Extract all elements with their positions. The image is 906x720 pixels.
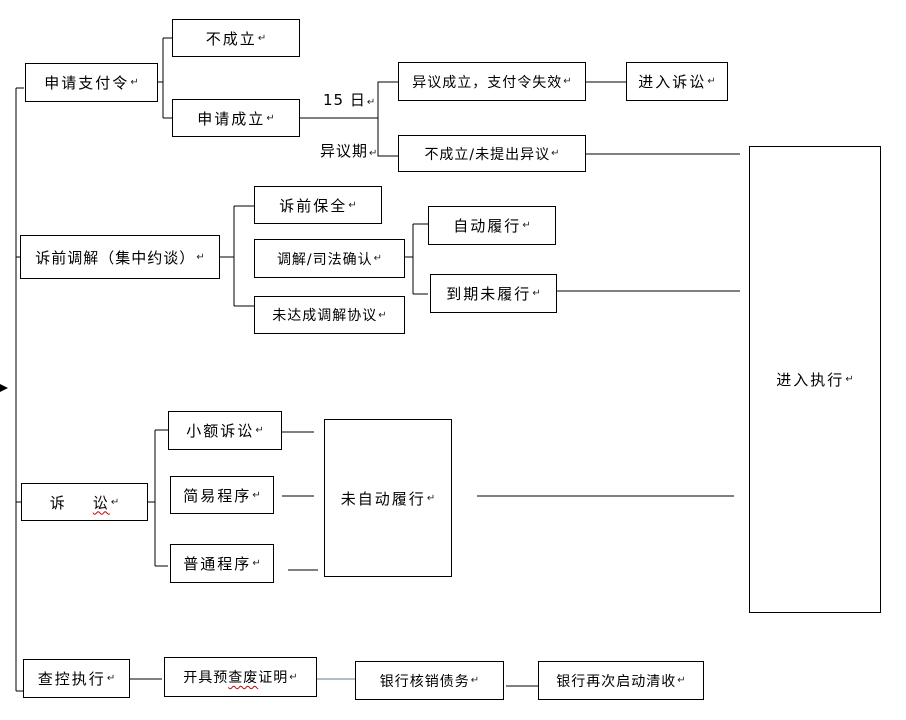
paragraph-mark-icon: ↵ bbox=[252, 558, 261, 569]
pre-litigation-mediation-box: 诉前调解（集中约谈）↵ bbox=[20, 235, 220, 279]
small-claims-box: 小额诉讼↵ bbox=[168, 411, 282, 450]
paragraph-mark-icon: ↵ bbox=[106, 673, 116, 684]
issue-certificate-box: 开具预查废证明↵ bbox=[164, 657, 317, 697]
not-established-box: 不成立↵ bbox=[172, 19, 300, 57]
enter-litigation-box: 进入诉讼↵ bbox=[626, 62, 728, 101]
bank-restart-collection-box: 银行再次启动清收↵ bbox=[538, 661, 704, 700]
paragraph-mark-icon: ↵ bbox=[563, 76, 572, 87]
paragraph-mark-icon: ↵ bbox=[252, 489, 261, 501]
paragraph-mark-icon: ↵ bbox=[196, 251, 205, 263]
pre-litigation-preservation-box: 诉前保全↵ bbox=[254, 186, 382, 224]
no-mediation-agreement-box: 未达成调解协议↵ bbox=[254, 296, 405, 334]
paragraph-mark-icon: ↵ bbox=[110, 496, 120, 508]
bank-write-off-box: 银行核销债务↵ bbox=[355, 661, 504, 700]
paragraph-mark-icon: ↵ bbox=[255, 425, 264, 436]
paragraph-mark-icon: ↵ bbox=[378, 309, 387, 321]
application-established-box: 申请成立↵ bbox=[172, 99, 300, 137]
paragraph-mark-icon: ↵ bbox=[289, 671, 298, 683]
paragraph-mark-icon: ↵ bbox=[348, 199, 357, 211]
investigation-execution-box: 查控执行↵ bbox=[23, 659, 130, 698]
paragraph-mark-icon: ↵ bbox=[707, 76, 716, 87]
paragraph-mark-icon: ↵ bbox=[677, 675, 686, 686]
paragraph-mark-icon: ↵ bbox=[522, 220, 531, 231]
paragraph-mark-icon: ↵ bbox=[266, 112, 275, 124]
paragraph-mark-icon: ↵ bbox=[845, 374, 854, 385]
not-performed-on-due-box: 到期未履行↵ bbox=[430, 274, 557, 313]
days-15-label: 15 日↵ bbox=[323, 91, 376, 109]
not-established-no-objection-box: 不成立/未提出异议↵ bbox=[398, 135, 586, 172]
paragraph-mark-icon: ↵ bbox=[470, 675, 480, 686]
auto-performance-box: 自动履行↵ bbox=[428, 206, 556, 245]
ordinary-procedure-box: 普通程序↵ bbox=[170, 544, 274, 583]
objection-established-box: 异议成立，支付令失效↵ bbox=[398, 62, 586, 101]
paragraph-mark-icon: ↵ bbox=[551, 148, 560, 159]
paragraph-mark-icon: ↵ bbox=[366, 97, 376, 108]
paragraph-mark-icon: ↵ bbox=[426, 492, 436, 504]
mediation-judicial-confirmation-box: 调解/司法确认↵ bbox=[254, 239, 405, 278]
paragraph-mark-icon: ↵ bbox=[130, 77, 139, 88]
paragraph-mark-icon: ↵ bbox=[257, 32, 267, 44]
paragraph-mark-icon: ↵ bbox=[532, 288, 541, 299]
not-auto-performed-box: 未自动履行↵ bbox=[324, 419, 452, 577]
objection-period-label: 异议期↵ bbox=[320, 142, 378, 160]
enter-execution-box: 进入执行↵ bbox=[749, 146, 881, 613]
paragraph-mark-icon: ↵ bbox=[369, 148, 378, 159]
paragraph-mark-icon: ↵ bbox=[373, 253, 383, 264]
litigation-box: 诉讼↵ bbox=[21, 483, 148, 521]
spine-arrow-icon bbox=[0, 384, 8, 392]
simplified-procedure-box: 简易程序↵ bbox=[170, 476, 274, 514]
apply-payment-order-box: 申请支付令↵ bbox=[25, 63, 158, 102]
